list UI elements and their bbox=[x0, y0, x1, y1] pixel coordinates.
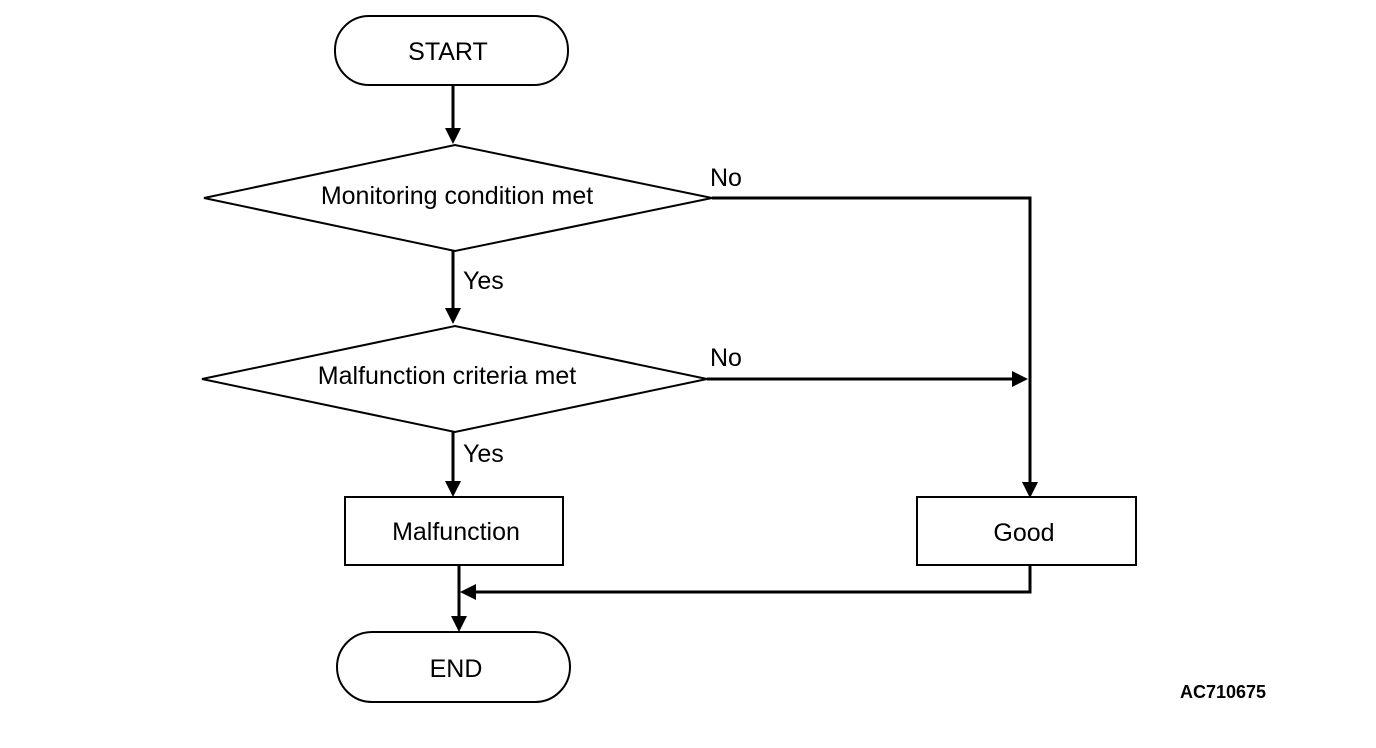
arrowhead-good-to-end bbox=[460, 584, 476, 600]
arrowhead-start-to-monitoring bbox=[445, 128, 461, 144]
figure-code: AC710675 bbox=[1180, 682, 1266, 702]
good-box-label: Good bbox=[993, 519, 1054, 547]
arrowhead-monitoring-yes bbox=[445, 308, 461, 324]
good-box: Good bbox=[916, 496, 1137, 566]
end-terminator: END bbox=[336, 631, 571, 703]
monitoring-no-label: No bbox=[710, 164, 742, 192]
monitoring-decision: Monitoring condition met bbox=[203, 143, 713, 253]
arrowhead-monitoring-no bbox=[1022, 482, 1038, 498]
end-label: END bbox=[430, 655, 483, 683]
arrowhead-malfunction-yes bbox=[445, 481, 461, 497]
malfunction-box: Malfunction bbox=[344, 496, 564, 566]
arrowhead-malfunction-to-end bbox=[451, 616, 467, 632]
malfunction-box-shape bbox=[344, 496, 564, 566]
monitoring-yes-label: Yes bbox=[463, 267, 504, 295]
connector-good-to-end bbox=[474, 565, 1032, 594]
start-terminator: START bbox=[334, 15, 569, 86]
malfunction-box-label: Malfunction bbox=[392, 518, 520, 546]
end-shape bbox=[336, 631, 571, 703]
connector-monitoring-no bbox=[712, 196, 1032, 484]
malfunction-criteria-decision-label: Malfunction criteria met bbox=[318, 362, 576, 390]
arrowhead-malfunction-no bbox=[1012, 371, 1028, 387]
malfunction-yes-label: Yes bbox=[463, 440, 504, 468]
malfunction-criteria-decision: Malfunction criteria met bbox=[201, 324, 708, 434]
monitoring-decision-label: Monitoring condition met bbox=[321, 182, 593, 210]
malfunction-no-label: No bbox=[710, 344, 742, 372]
good-box-shape bbox=[916, 496, 1137, 566]
start-label: START bbox=[408, 38, 488, 66]
